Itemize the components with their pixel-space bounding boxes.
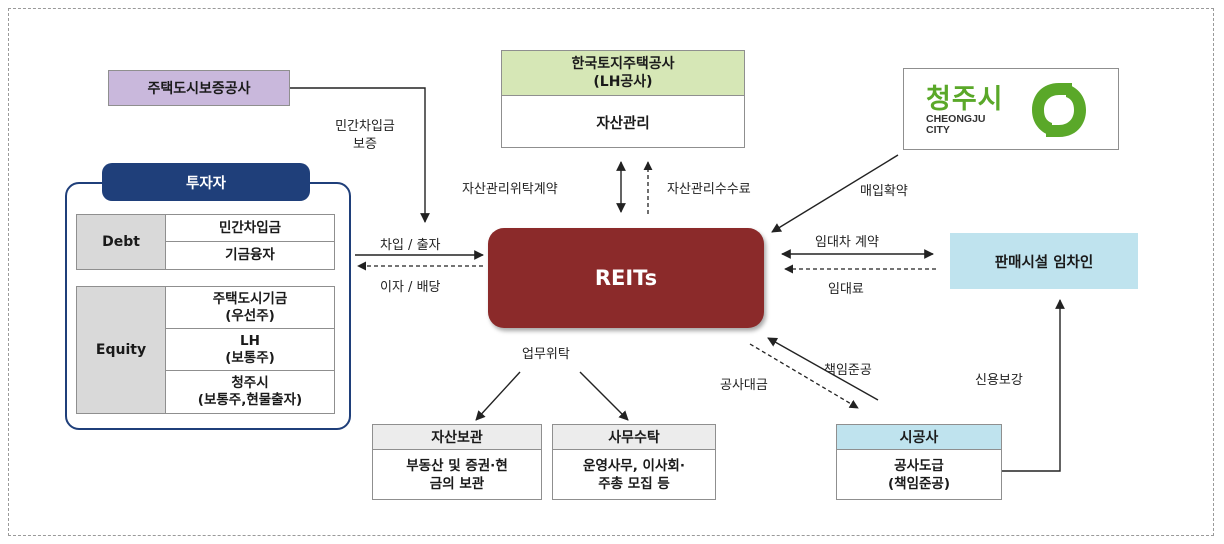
credit-support-label: 신용보강 [975,373,1023,388]
admin-box: 사무수탁 운영사무, 이사회· 주총 모집 등 [552,424,716,500]
lh-role: 자산관리 [596,115,650,132]
hug-guarantee-arrow [290,87,430,223]
diagram-frame [8,8,1214,536]
custody-arrow [475,371,521,421]
contractor-body: 공사도급 (책임준공) [887,458,951,492]
debt-item: 기금융자 [165,241,335,270]
invest-in-label: 차입 / 출자 [380,238,441,253]
contractor-title: 시공사 [837,425,1001,450]
equity-label: Equity [76,286,166,414]
equity-item: 청주시 (보통주,현물출자) [165,370,335,414]
credit-support-arrow [1000,299,1065,472]
responsible-completion-label: 책임준공 [824,363,872,378]
lease-fee-label: 임대료 [828,282,864,297]
custody-body: 부동산 및 증권·현 금의 보관 [406,458,508,492]
tenant-box: 판매시설 임차인 [950,233,1138,289]
invest-out-label: 이자 / 배당 [380,280,441,295]
equity-item: LH (보통주) [165,328,335,371]
lease-contract-label: 임대차 계약 [815,235,879,250]
tenant-label: 판매시설 임차인 [994,254,1094,271]
contractor-box: 시공사 공사도급 (책임준공) [836,424,1002,500]
reits-label: REITs [594,266,658,290]
debt-item: 민간차입금 [165,214,335,242]
cheongju-english: CHEONGJU CITY [926,113,986,136]
responsible-completion-arrow [767,337,879,401]
custody-box: 자산보관 부동산 및 증권·현 금의 보관 [372,424,542,500]
admin-arrow [579,371,629,421]
purchase-commitment-arrow [771,154,899,233]
construction-payment-label: 공사대금 [720,378,768,393]
hug-box: 주택도시보증공사 [108,70,290,106]
hug-guarantee-label: 민간차입금 보증 [335,119,395,152]
lh-title: 한국토지주택공사 (LH공사) [502,51,744,96]
cheongju-emblem-icon [1032,83,1086,137]
cheongju-name: 청주시 [926,84,1004,114]
purchase-commitment-label: 매입확약 [860,184,908,199]
investor-title: 투자자 [102,163,310,201]
cheongju-logo-box: 청주시 CHEONGJU CITY [903,68,1119,150]
admin-title: 사무수탁 [553,425,715,450]
lh-box: 한국토지주택공사 (LH공사) 자산관리 [501,50,745,148]
equity-item: 주택도시기금 (우선주) [165,286,335,329]
custody-title: 자산보관 [373,425,541,450]
hug-label: 주택도시보증공사 [147,81,251,97]
am-contract-label: 자산관리위탁계약 [462,182,558,197]
reits-node: REITs [488,228,764,328]
delegation-label: 업무위탁 [522,347,570,362]
debt-label: Debt [76,214,166,270]
am-fee-label: 자산관리수수료 [667,182,751,197]
admin-body: 운영사무, 이사회· 주총 모집 등 [583,458,685,492]
